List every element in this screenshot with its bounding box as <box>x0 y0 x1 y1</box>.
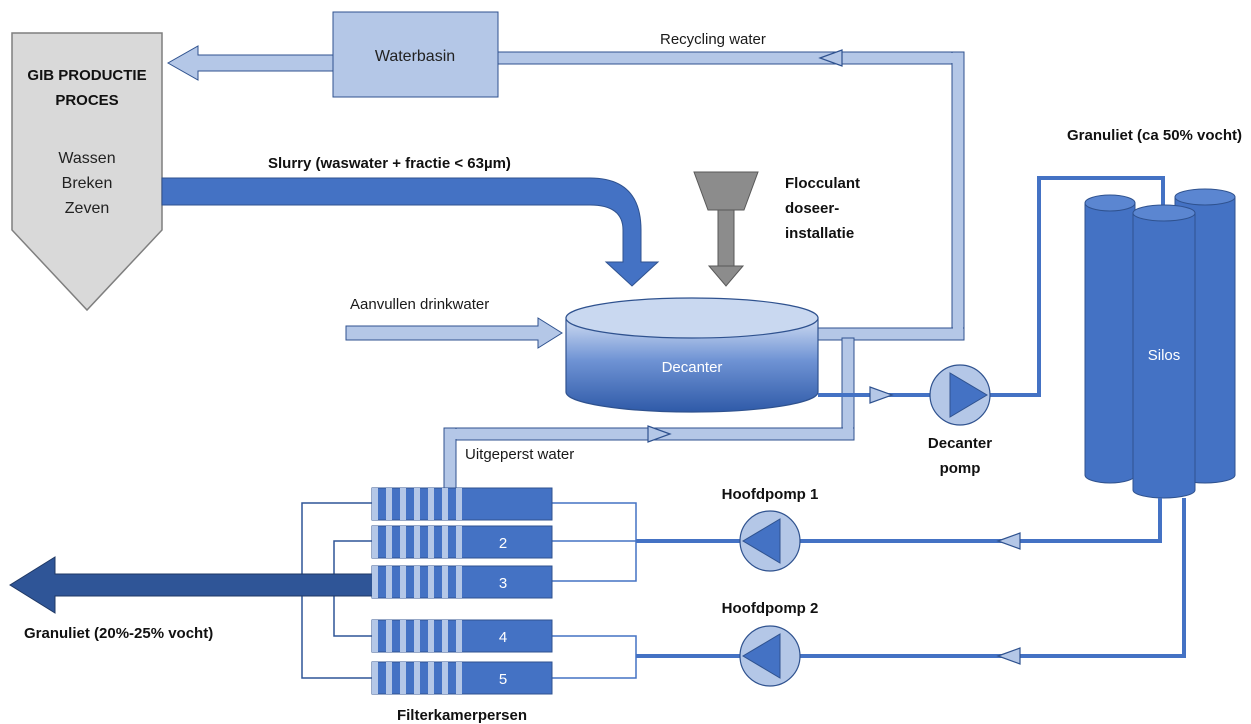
hoofdpomp2-label: Hoofdpomp 2 <box>722 600 819 617</box>
gib-step-breken: Breken <box>62 175 113 192</box>
gib-title-line1: GIB PRODUCTIE <box>27 67 146 84</box>
decanter-label: Decanter <box>662 359 723 376</box>
recycling-water-pipe: Recycling water <box>497 31 965 341</box>
decanter-pomp-label-line2: pomp <box>940 460 981 477</box>
granuliet-top-label: Granuliet (ca 50% vocht) <box>1067 127 1242 144</box>
filter-press-4: 4 <box>371 619 553 653</box>
press-2-label: 2 <box>499 535 507 552</box>
decanter-pump-icon <box>929 364 991 426</box>
flocculant-label-line2: doseer- <box>785 200 839 217</box>
uitgeperst-water-pipe: Uitgeperst water <box>443 337 855 491</box>
recycling-flow-arrow <box>818 49 843 67</box>
decanter-pomp-label-line1: Decanter <box>928 435 992 452</box>
gib-step-wassen: Wassen <box>58 150 115 167</box>
hoofdpomp1-icon <box>739 510 801 572</box>
silos-to-hoofdpomp1-pipe <box>800 498 1162 550</box>
gib-title-line2: PROCES <box>55 92 118 109</box>
slurry-label: Slurry (waswater + fractie < 63µm) <box>268 155 511 172</box>
hoofdpomp1-label: Hoofdpomp 1 <box>722 486 819 503</box>
waterbasin: Waterbasin <box>332 11 499 98</box>
flocculant-label-line3: installatie <box>785 225 854 242</box>
granuliet-output-arrow: Granuliet (20%-25% vocht) <box>9 556 373 642</box>
gib-step-zeven: Zeven <box>65 200 109 217</box>
filter-press-3: 3 <box>371 565 553 599</box>
hoofdpomp2-icon <box>739 625 801 687</box>
hoofdpomp1-distribution <box>552 502 740 582</box>
water-to-gib-arrow <box>166 45 334 81</box>
filter-press-5: 5 <box>371 661 553 695</box>
uitgeperst-label: Uitgeperst water <box>465 446 574 463</box>
uitgeperst-flow-arrow <box>647 425 672 443</box>
aanvullen-drinkwater: Aanvullen drinkwater <box>345 296 563 349</box>
filterkamerpersen-label: Filterkamerpersen <box>397 707 527 724</box>
aanvullen-label: Aanvullen drinkwater <box>350 296 489 313</box>
recycling-water-label: Recycling water <box>660 31 766 48</box>
slurry-arrow: Slurry (waswater + fractie < 63µm) <box>161 155 660 287</box>
filter-press-2: 2 <box>371 525 553 559</box>
flocculant-label-line1: Flocculant <box>785 175 860 192</box>
hoofdpomp2-distribution <box>552 635 740 679</box>
pump-to-silos-pipe <box>990 176 1165 397</box>
silos-to-hoofdpomp2-pipe <box>800 498 1186 665</box>
granuliet-out-label: Granuliet (20%-25% vocht) <box>24 625 213 642</box>
silos-label: Silos <box>1148 347 1181 364</box>
press-3-label: 3 <box>499 575 507 592</box>
press-4-label: 4 <box>499 629 507 646</box>
press-5-label: 5 <box>499 671 507 688</box>
filter-press-1 <box>371 487 553 521</box>
decanter: Decanter <box>565 297 819 413</box>
flocculant-dosing: Flocculant doseer- installatie <box>693 171 860 287</box>
silos: Silos <box>1084 188 1236 499</box>
decanter-to-pump-pipe <box>818 386 930 404</box>
waterbasin-label: Waterbasin <box>375 48 455 65</box>
gib-productie-block: GIB PRODUCTIE PROCES Wassen Breken Zeven <box>11 32 163 312</box>
